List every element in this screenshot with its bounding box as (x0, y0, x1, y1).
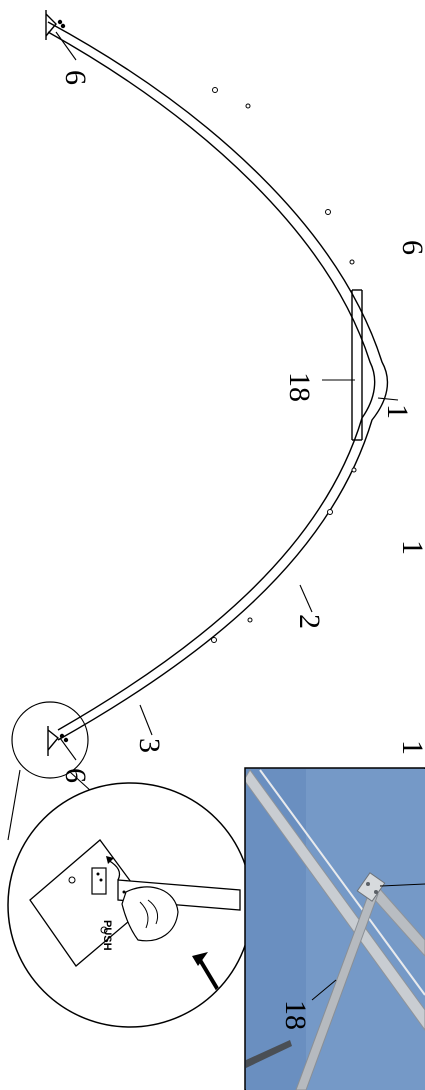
foot-plate-bottom (47, 726, 69, 756)
detail-hand (121, 886, 179, 942)
photo-inset: 18 (244, 767, 425, 1090)
side-mark-top: 6 (396, 240, 425, 255)
part-number-6-bottom: 6 (59, 768, 92, 783)
photo-cross-member (246, 1040, 292, 1068)
frame-arch (47, 21, 389, 741)
photo-frame-tube (246, 769, 425, 1031)
part-number-3: 3 (133, 738, 166, 753)
detail-marker-circle (11, 701, 89, 779)
detail-push-label: PUSH (101, 920, 113, 951)
part-number-2: 2 (293, 614, 326, 629)
part-number-18-photo: 18 (279, 1000, 312, 1030)
detail-bracket (91, 867, 107, 895)
brace-18 (351, 289, 363, 441)
part-number-18-main: 18 (283, 372, 316, 402)
detail-view: PUSH (7, 782, 253, 1028)
leader-lines (55, 31, 399, 761)
side-mark-bottom: 1 (396, 740, 425, 755)
side-mark-middle: 1 (396, 540, 425, 555)
part-number-6-top: 6 (59, 70, 92, 85)
part-number-1: 1 (381, 404, 414, 419)
frame-rivets (211, 87, 357, 643)
photo-joint-bracket (356, 872, 386, 902)
foot-plate-top (45, 10, 66, 40)
